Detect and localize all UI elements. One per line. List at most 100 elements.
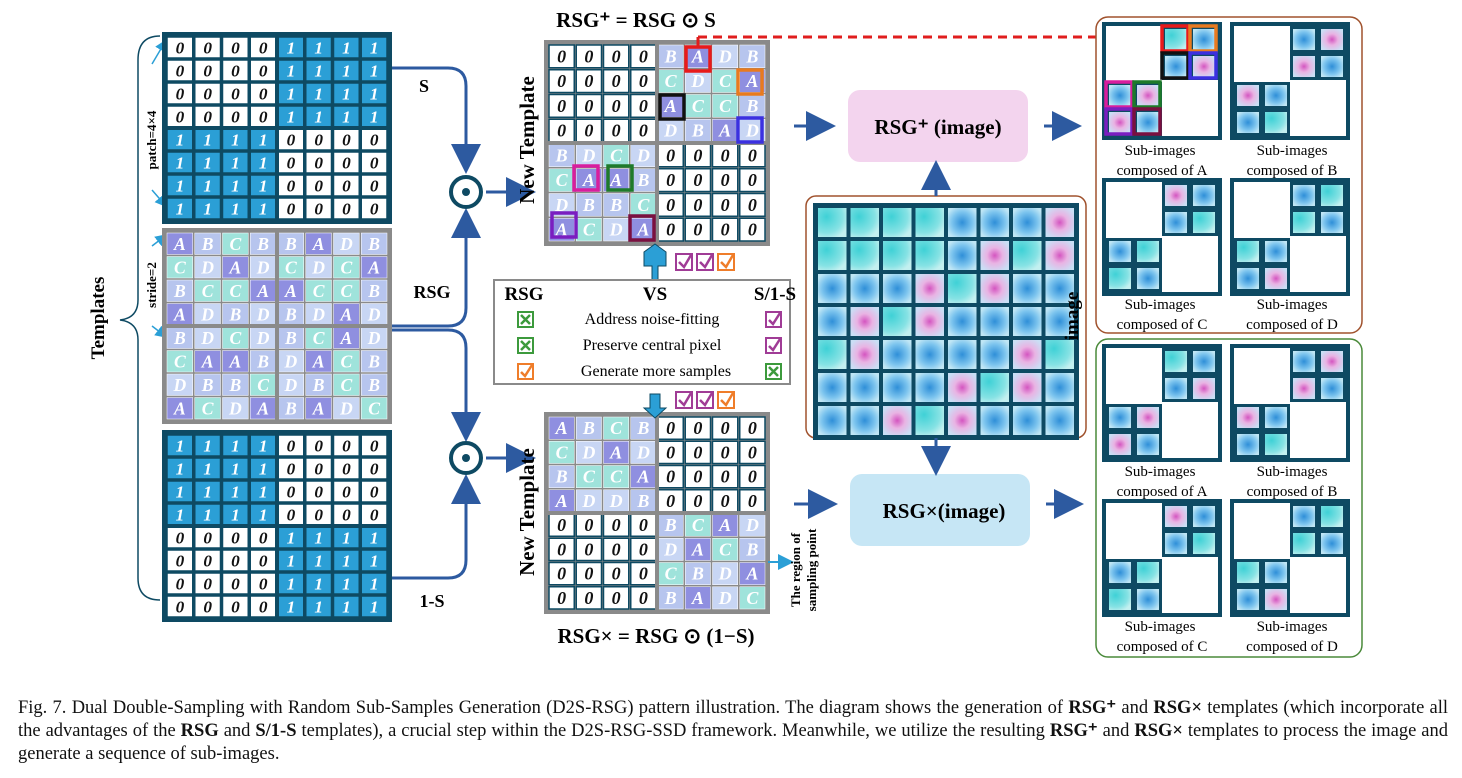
grid-cell-value: 0 [666, 170, 675, 190]
subimage-tiles [1102, 22, 1350, 617]
rsg-arrow-label: RSG [413, 282, 450, 302]
grid-cell-value: 0 [557, 515, 566, 535]
grid-cell-value: 0 [748, 418, 757, 438]
grid-cell-value: A [609, 170, 622, 190]
grid-cell-value: B [636, 170, 649, 190]
grid-cell-value: B [664, 515, 677, 535]
grid-cell [305, 373, 332, 396]
grid-cell [221, 434, 249, 457]
grid-cell-value: 0 [721, 418, 730, 438]
grid-cell-value: 1 [314, 529, 323, 548]
grid-cell-value: D [200, 328, 214, 348]
grid-cell [684, 464, 712, 489]
grid-cell-value: A [256, 281, 269, 301]
grid-cell [684, 440, 712, 465]
grid-cell-value: 0 [176, 529, 185, 548]
grid-cell-value: 0 [666, 195, 675, 215]
subimage-tile [1293, 378, 1315, 399]
grid-cell-value: 0 [557, 96, 566, 116]
subimage-tile [1109, 241, 1131, 262]
grid-cell-value: 0 [342, 177, 351, 196]
grid-cell-value: B [745, 46, 758, 66]
subimage-tile [1265, 407, 1287, 428]
grid-cell-value: 1 [176, 177, 185, 196]
grid-cell [332, 549, 360, 572]
grid-cell-value: 0 [203, 575, 212, 594]
sub-bot-a-line2: composed of A [1117, 484, 1208, 500]
grid-cell-value: 0 [203, 85, 212, 104]
grid-cell-value: 1 [342, 575, 351, 594]
subimage-tile [1193, 29, 1215, 50]
grid-cell [166, 457, 194, 480]
image-tile [818, 208, 847, 237]
grid-cell [548, 586, 575, 610]
subimage-tile [1321, 185, 1343, 206]
grid-cell-value: 0 [584, 539, 593, 559]
grid-cell-value: 0 [557, 121, 566, 141]
grid-cell-value: C [719, 539, 732, 559]
grid-cell-value: 1 [259, 177, 268, 196]
rsg-plus-box [848, 90, 1028, 162]
grid-cell-value: C [692, 515, 705, 535]
grid-cell-value: B [229, 375, 242, 395]
grid-cell-value: 0 [370, 177, 379, 196]
grid-cell-value: D [311, 257, 325, 277]
grid-cell-value: D [256, 304, 270, 324]
grid-cell-value: 0 [639, 515, 648, 535]
caption-rsg-times: RSG× [1153, 698, 1202, 718]
grid-cell-value: 0 [557, 588, 566, 608]
grid-cell-value: 1 [259, 154, 268, 173]
grid-cell [360, 59, 388, 82]
image-tile [915, 406, 944, 435]
grid-cell-value: A [173, 398, 186, 418]
caption-rsg-plus: RSG⁺ [1068, 698, 1117, 718]
grid-cell-value: 0 [203, 108, 212, 127]
grid-cell-value: A [312, 351, 325, 371]
grid-cell-value: D [609, 491, 623, 511]
grid-cell-value: A [664, 96, 677, 116]
new-template-label-bottom: New Template [515, 448, 539, 576]
grid-cell [603, 441, 629, 464]
grid-cell [194, 434, 222, 457]
grid-cell-value: B [284, 328, 297, 348]
grid-cell-value: 1 [203, 460, 212, 479]
grid-cell-value: 0 [557, 46, 566, 66]
subimage-tile [1165, 185, 1187, 206]
grid-cell [684, 192, 712, 217]
rsg-times-box-label: RSG×(image) [883, 499, 1006, 523]
subimage-tile [1109, 407, 1131, 428]
grid-cell [684, 416, 712, 440]
subimage-tile [1137, 434, 1159, 455]
region-label-line1: The region of [788, 532, 803, 607]
grid-cell [166, 232, 193, 255]
grid-cell-value: 0 [287, 460, 296, 479]
grid-cell-value: C [313, 281, 325, 301]
grid-cell-value: D [554, 195, 568, 215]
grid-cell [222, 279, 249, 302]
grid-cell [194, 279, 221, 302]
grid-cell [548, 93, 575, 118]
grid-cell-value: 0 [176, 552, 185, 571]
subimage-tile [1265, 434, 1287, 455]
grid-cell-value: C [174, 351, 186, 371]
grid-cell-value: 0 [612, 96, 621, 116]
grid-cell-value: 0 [314, 200, 323, 219]
image-tile [818, 406, 847, 435]
caption-mid1: templates (which incorporate all the adv… [18, 698, 1449, 741]
grid-cell-value: 0 [176, 39, 185, 58]
grid-cell [333, 232, 360, 255]
grid-cell-value: 0 [639, 539, 648, 559]
image-tile [1045, 406, 1074, 435]
grid-cell-value: A [582, 170, 595, 190]
image-tile [1045, 274, 1074, 303]
grid-cell-value: 1 [176, 460, 185, 479]
caption-suffix: templates to process the image and gener… [18, 721, 1449, 764]
grid-cell [333, 373, 360, 396]
grid-cell [361, 279, 388, 302]
grid-cell-value: B [201, 234, 214, 254]
grid-cell-value: 0 [287, 483, 296, 502]
subimage-tile [1265, 85, 1287, 106]
equation-rsg-times: RSG× = RSG ⊙ (1−S) [557, 624, 754, 648]
equation-rsg-plus: RSG⁺ = RSG ⊙ S [556, 8, 716, 32]
grid-cell [360, 174, 388, 197]
